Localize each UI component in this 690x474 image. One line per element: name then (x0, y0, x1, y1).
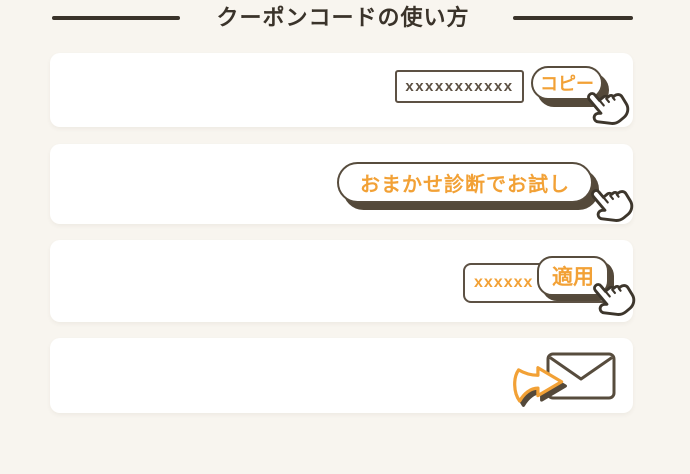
coupon-code-value: xxxxxxxxxxx (405, 78, 514, 95)
title-rule-left (52, 16, 180, 20)
step-card-copy-code: xxxxxxxxxxx コピー (50, 53, 634, 131)
step-card-apply: xxxxxx 適用 (50, 240, 640, 322)
coupon-code-field[interactable]: xxxxxxxxxxx (395, 70, 524, 103)
page-title: クーポンコードの使い方 (216, 5, 470, 30)
arrow-icon (513, 366, 567, 407)
copy-button[interactable]: コピー (531, 66, 603, 100)
title-rule-right (513, 16, 633, 20)
cursor-hand-icon (588, 180, 638, 228)
coupon-input-value: xxxxxx (474, 274, 534, 291)
omakase-diagnosis-button[interactable]: おまかせ診断でお試し (337, 162, 593, 203)
step-card-omakase: おまかせ診断でお試し (50, 144, 638, 228)
step-card-mail (50, 338, 633, 413)
apply-button[interactable]: 適用 (537, 256, 609, 296)
